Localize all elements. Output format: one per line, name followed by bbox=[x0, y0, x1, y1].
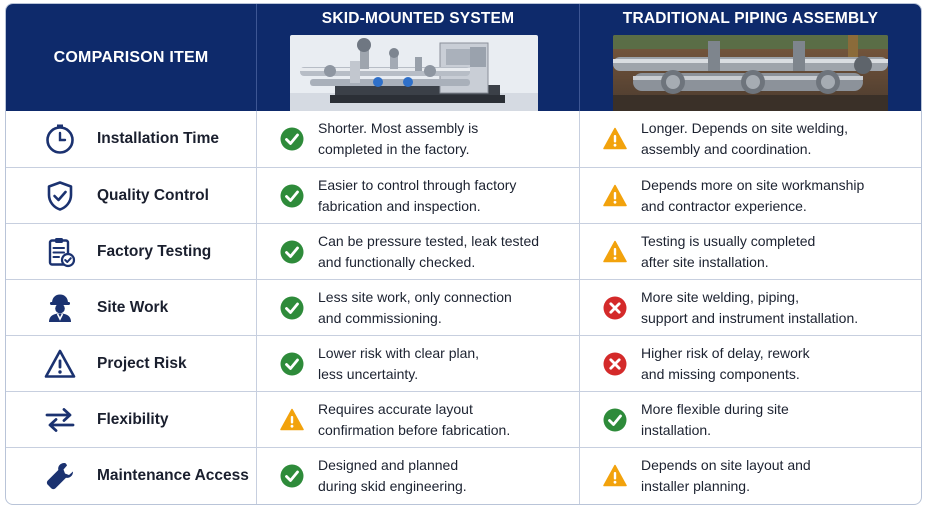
traditional-description: Testing is usually completed after site … bbox=[641, 233, 816, 270]
skid-description: Designed and planned during skid enginee… bbox=[318, 457, 467, 494]
warning-triangle-icon bbox=[44, 349, 76, 378]
skid-mounted-cell: Easier to control through factory fabric… bbox=[257, 168, 579, 224]
header-comparison-item: COMPARISON ITEM bbox=[6, 4, 256, 111]
item-label: Flexibility bbox=[97, 411, 169, 428]
item-label: Site Work bbox=[97, 299, 169, 316]
traditional-piping-cell: More site welding, piping, support and i… bbox=[580, 280, 921, 336]
comparison-item-cell: Site Work bbox=[6, 280, 256, 336]
skid-mounted-cell: Can be pressure tested, leak tested and … bbox=[257, 224, 579, 280]
item-label: Quality Control bbox=[97, 187, 209, 204]
skid-description: Shorter. Most assembly is completed in t… bbox=[318, 120, 479, 157]
worker-icon bbox=[49, 294, 71, 322]
clipboard-check-icon bbox=[48, 238, 76, 268]
traditional-description: Depends more on site workmanship and con… bbox=[641, 177, 865, 214]
skid-mounted-cell: Designed and planned during skid enginee… bbox=[257, 448, 579, 504]
skid-mounted-cell: Lower risk with clear plan, less uncerta… bbox=[257, 336, 579, 392]
traditional-piping-cell: Higher risk of delay, rework and missing… bbox=[580, 336, 921, 392]
traditional-piping-cell: Testing is usually completed after site … bbox=[580, 224, 921, 280]
traditional-piping-heading: TRADITIONAL PIPING ASSEMBLY bbox=[622, 10, 879, 27]
skid-system-photo bbox=[290, 35, 538, 111]
item-label: Project Risk bbox=[97, 355, 187, 372]
clock-icon bbox=[46, 124, 74, 154]
check-circle-icon bbox=[280, 127, 304, 151]
check-circle-icon bbox=[280, 296, 304, 320]
traditional-description: Higher risk of delay, rework and missing… bbox=[641, 345, 810, 382]
skid-mounted-cell: Shorter. Most assembly is completed in t… bbox=[257, 111, 579, 167]
comparison-item-cell: Factory Testing bbox=[6, 224, 256, 280]
table-row: Factory Testing Can be pressure tested, … bbox=[6, 223, 921, 280]
table-row: Flexibility Requires accurate layout con… bbox=[6, 391, 921, 448]
skid-description: Requires accurate layout confirmation be… bbox=[318, 401, 511, 438]
traditional-piping-cell: Depends more on site workmanship and con… bbox=[580, 168, 921, 224]
table-row: Installation Time Shorter. Most assembly… bbox=[6, 111, 921, 167]
skid-mounted-cell: Requires accurate layout confirmation be… bbox=[257, 392, 579, 448]
error-circle-icon bbox=[603, 352, 627, 376]
skid-description: Lower risk with clear plan, less uncerta… bbox=[318, 345, 480, 382]
comparison-item-cell: Maintenance Access bbox=[6, 448, 256, 504]
traditional-description: Longer. Depends on site welding, assembl… bbox=[641, 120, 849, 157]
table-row: Project Risk Lower risk with clear plan,… bbox=[6, 335, 921, 392]
skid-mounted-heading: SKID-MOUNTED SYSTEM bbox=[321, 10, 515, 27]
traditional-description: More flexible during site installation. bbox=[641, 401, 789, 438]
header-skid-mounted: SKID-MOUNTED SYSTEM bbox=[257, 4, 579, 111]
wrench-icon bbox=[46, 462, 74, 490]
warning-icon bbox=[280, 408, 304, 431]
traditional-piping-cell: Longer. Depends on site welding, assembl… bbox=[580, 111, 921, 167]
comparison-item-cell: Installation Time bbox=[6, 111, 256, 167]
skid-description: Less site work, only connection and comm… bbox=[318, 289, 512, 326]
warning-icon bbox=[603, 464, 627, 487]
traditional-description: Depends on site layout and installer pla… bbox=[641, 457, 811, 494]
item-label: Maintenance Access bbox=[97, 467, 249, 484]
check-circle-icon bbox=[603, 408, 627, 432]
comparison-item-cell: Project Risk bbox=[6, 336, 256, 392]
table-header: COMPARISON ITEM SKID-MOUNTED SYSTEM bbox=[6, 4, 921, 111]
error-circle-icon bbox=[603, 296, 627, 320]
table-row: Quality Control Easier to control throug… bbox=[6, 167, 921, 224]
table-body: Installation Time Shorter. Most assembly… bbox=[6, 111, 921, 504]
skid-description: Can be pressure tested, leak tested and … bbox=[318, 233, 540, 270]
header-traditional-piping: TRADITIONAL PIPING ASSEMBLY bbox=[580, 4, 921, 111]
table-row: Maintenance Access Designed and planned … bbox=[6, 447, 921, 504]
traditional-piping-cell: More flexible during site installation. bbox=[580, 392, 921, 448]
traditional-description: More site welding, piping, support and i… bbox=[641, 289, 859, 326]
comparison-item-cell: Quality Control bbox=[6, 168, 256, 224]
check-circle-icon bbox=[280, 240, 304, 264]
check-circle-icon bbox=[280, 184, 304, 208]
warning-icon bbox=[603, 240, 627, 263]
check-circle-icon bbox=[280, 352, 304, 376]
check-circle-icon bbox=[280, 464, 304, 488]
skid-description: Easier to control through factory fabric… bbox=[318, 177, 517, 214]
item-label: Installation Time bbox=[97, 130, 220, 147]
comparison-table: COMPARISON ITEM SKID-MOUNTED SYSTEM bbox=[5, 3, 922, 505]
warning-icon bbox=[603, 127, 627, 150]
swap-arrows-icon bbox=[45, 408, 75, 432]
comparison-item-heading: COMPARISON ITEM bbox=[53, 48, 209, 66]
comparison-item-cell: Flexibility bbox=[6, 392, 256, 448]
traditional-piping-photo bbox=[613, 35, 888, 111]
warning-icon bbox=[603, 184, 627, 207]
item-label: Factory Testing bbox=[97, 243, 212, 260]
shield-check-icon bbox=[47, 181, 73, 211]
traditional-piping-cell: Depends on site layout and installer pla… bbox=[580, 448, 921, 504]
table-row: Site Work Less site work, only connectio… bbox=[6, 279, 921, 336]
skid-mounted-cell: Less site work, only connection and comm… bbox=[257, 280, 579, 336]
